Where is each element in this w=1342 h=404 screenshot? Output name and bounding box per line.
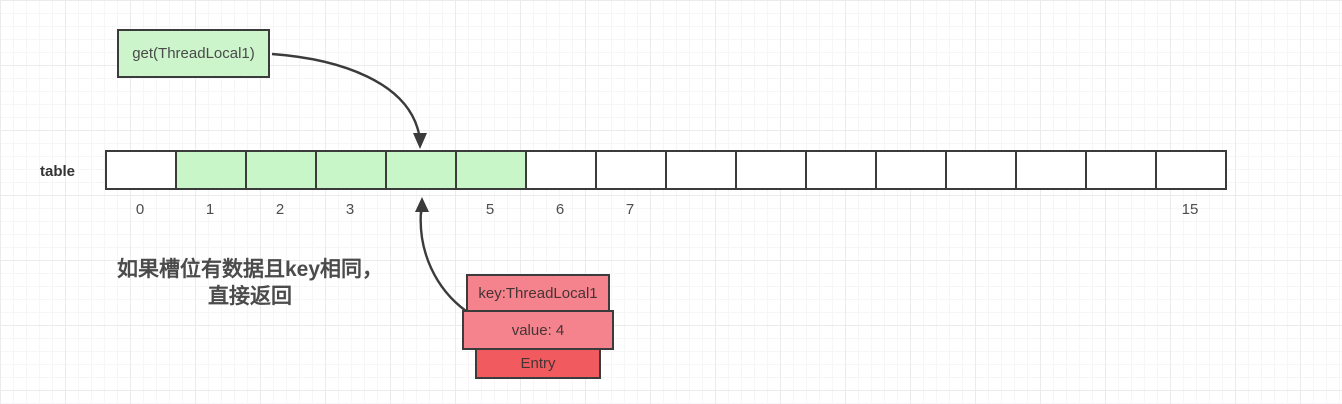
- table-index-label-4: 4: [415, 201, 425, 218]
- table-cell-14: [1085, 150, 1157, 190]
- table-index-label-5: 5: [485, 201, 495, 218]
- get-threadlocal-box: get(ThreadLocal1): [117, 29, 270, 78]
- table-cells: [105, 150, 1227, 190]
- table-cell-0: [105, 150, 177, 190]
- annotation-line-1: 如果槽位有数据且key相同，: [116, 258, 384, 281]
- table-index-label-14: [1085, 201, 1155, 218]
- table-cell-9: [735, 150, 807, 190]
- table-index-label-3: 3: [345, 201, 355, 218]
- table-index-label-9: [735, 201, 805, 218]
- annotation-line-2: 直接返回: [208, 285, 292, 308]
- table-cell-5: [455, 150, 527, 190]
- table-index-label-10: [805, 201, 875, 218]
- table-cell-3: [315, 150, 387, 190]
- table-label: table: [40, 163, 76, 180]
- table-cell-1: [175, 150, 247, 190]
- table-index-label-13: [1015, 201, 1085, 218]
- entry-key-box: key:ThreadLocal1: [466, 274, 610, 312]
- entry-value-label: value: 4: [511, 321, 565, 339]
- table-cell-8: [665, 150, 737, 190]
- table-cell-12: [945, 150, 1017, 190]
- entry-key-label: key:ThreadLocal1: [478, 284, 598, 302]
- table-index-label-12: [945, 201, 1015, 218]
- table-cell-6: [525, 150, 597, 190]
- table-cell-15: [1155, 150, 1227, 190]
- table-cell-7: [595, 150, 667, 190]
- table-cell-2: [245, 150, 317, 190]
- table-cell-11: [875, 150, 947, 190]
- table-index-label-8: [665, 201, 735, 218]
- table-index-label-1: 1: [205, 201, 215, 218]
- table-indices: 0 1 2 3 4 5 6 7 15: [105, 201, 1225, 218]
- table-index-label-6: 6: [555, 201, 565, 218]
- table-index-label-7: 7: [625, 201, 635, 218]
- table-cell-10: [805, 150, 877, 190]
- table-cell-4: [385, 150, 457, 190]
- entry-tag-label: Entry: [520, 355, 556, 372]
- get-threadlocal-label: get(ThreadLocal1): [132, 45, 255, 62]
- entry-value-box: value: 4: [462, 310, 614, 350]
- table-index-label-0: 0: [135, 201, 145, 218]
- table-index-label-2: 2: [275, 201, 285, 218]
- table-cell-13: [1015, 150, 1087, 190]
- annotation-text: 如果槽位有数据且key相同， 直接返回: [110, 256, 390, 310]
- arrow-get-to-slot4: [271, 52, 427, 149]
- entry-tag-box: Entry: [475, 348, 601, 379]
- table-index-label-11: [875, 201, 945, 218]
- table-index-label-15: 15: [1181, 201, 1199, 218]
